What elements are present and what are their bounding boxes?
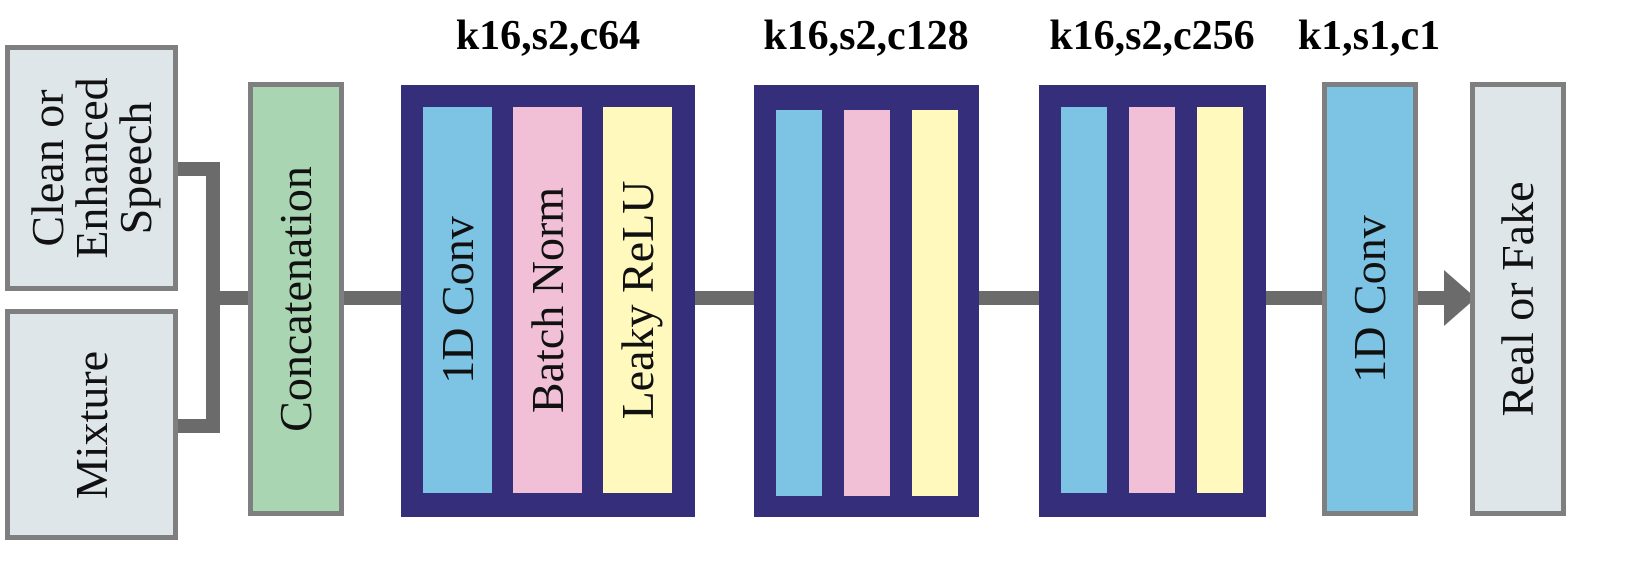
conv-block-2 [754, 85, 979, 517]
mixture-label: Mixture [65, 350, 117, 499]
block2-spec-label: k16,s2,c128 [763, 13, 969, 59]
block2-batchnorm-layer [844, 110, 890, 496]
final-conv-label: 1D Conv [1344, 215, 1395, 383]
connector-concat-block1 [343, 291, 403, 305]
block3-conv-layer [1061, 107, 1107, 493]
clean-enhanced-speech-label: Clean or Enhanced Speech [21, 77, 161, 259]
final-conv-spec-label: k1,s1,c1 [1297, 13, 1441, 59]
mixture-box: Mixture [5, 309, 178, 540]
connector-block3-finalconv [1265, 291, 1325, 305]
block1-batchnorm-layer: Batch Norm [513, 107, 582, 493]
connector-finalconv-output [1416, 291, 1450, 305]
final-conv-box: 1D Conv [1322, 82, 1418, 516]
block3-spec-label: k16,s2,c256 [1049, 13, 1255, 59]
block1-batchnorm-label: Batch Norm [521, 186, 573, 414]
conv-block-1: 1D Conv Batch Norm Leaky ReLU [401, 85, 695, 517]
block3-batchnorm-layer [1129, 107, 1175, 493]
block1-spec-label: k16,s2,c64 [455, 13, 641, 59]
block3-relu-layer [1197, 107, 1243, 493]
conv-block-3 [1039, 85, 1266, 517]
block2-conv-layer [776, 110, 822, 496]
block1-conv-layer: 1D Conv [423, 107, 492, 493]
block1-relu-label: Leaky ReLU [611, 180, 663, 420]
real-or-fake-label: Real or Fake [1492, 181, 1543, 417]
real-or-fake-box: Real or Fake [1470, 82, 1566, 516]
clean-enhanced-speech-box: Clean or Enhanced Speech [5, 45, 178, 291]
block1-conv-label: 1D Conv [431, 216, 483, 384]
connector-to-concat [206, 291, 252, 305]
block1-relu-layer: Leaky ReLU [603, 107, 672, 493]
concatenation-box: Concatenation [248, 82, 344, 516]
connector-block1-block2 [694, 291, 756, 305]
connector-block2-block3 [978, 291, 1042, 305]
concatenation-label: Concatenation [270, 166, 321, 432]
block2-relu-layer [912, 110, 958, 496]
arrowhead-icon [1444, 270, 1476, 326]
